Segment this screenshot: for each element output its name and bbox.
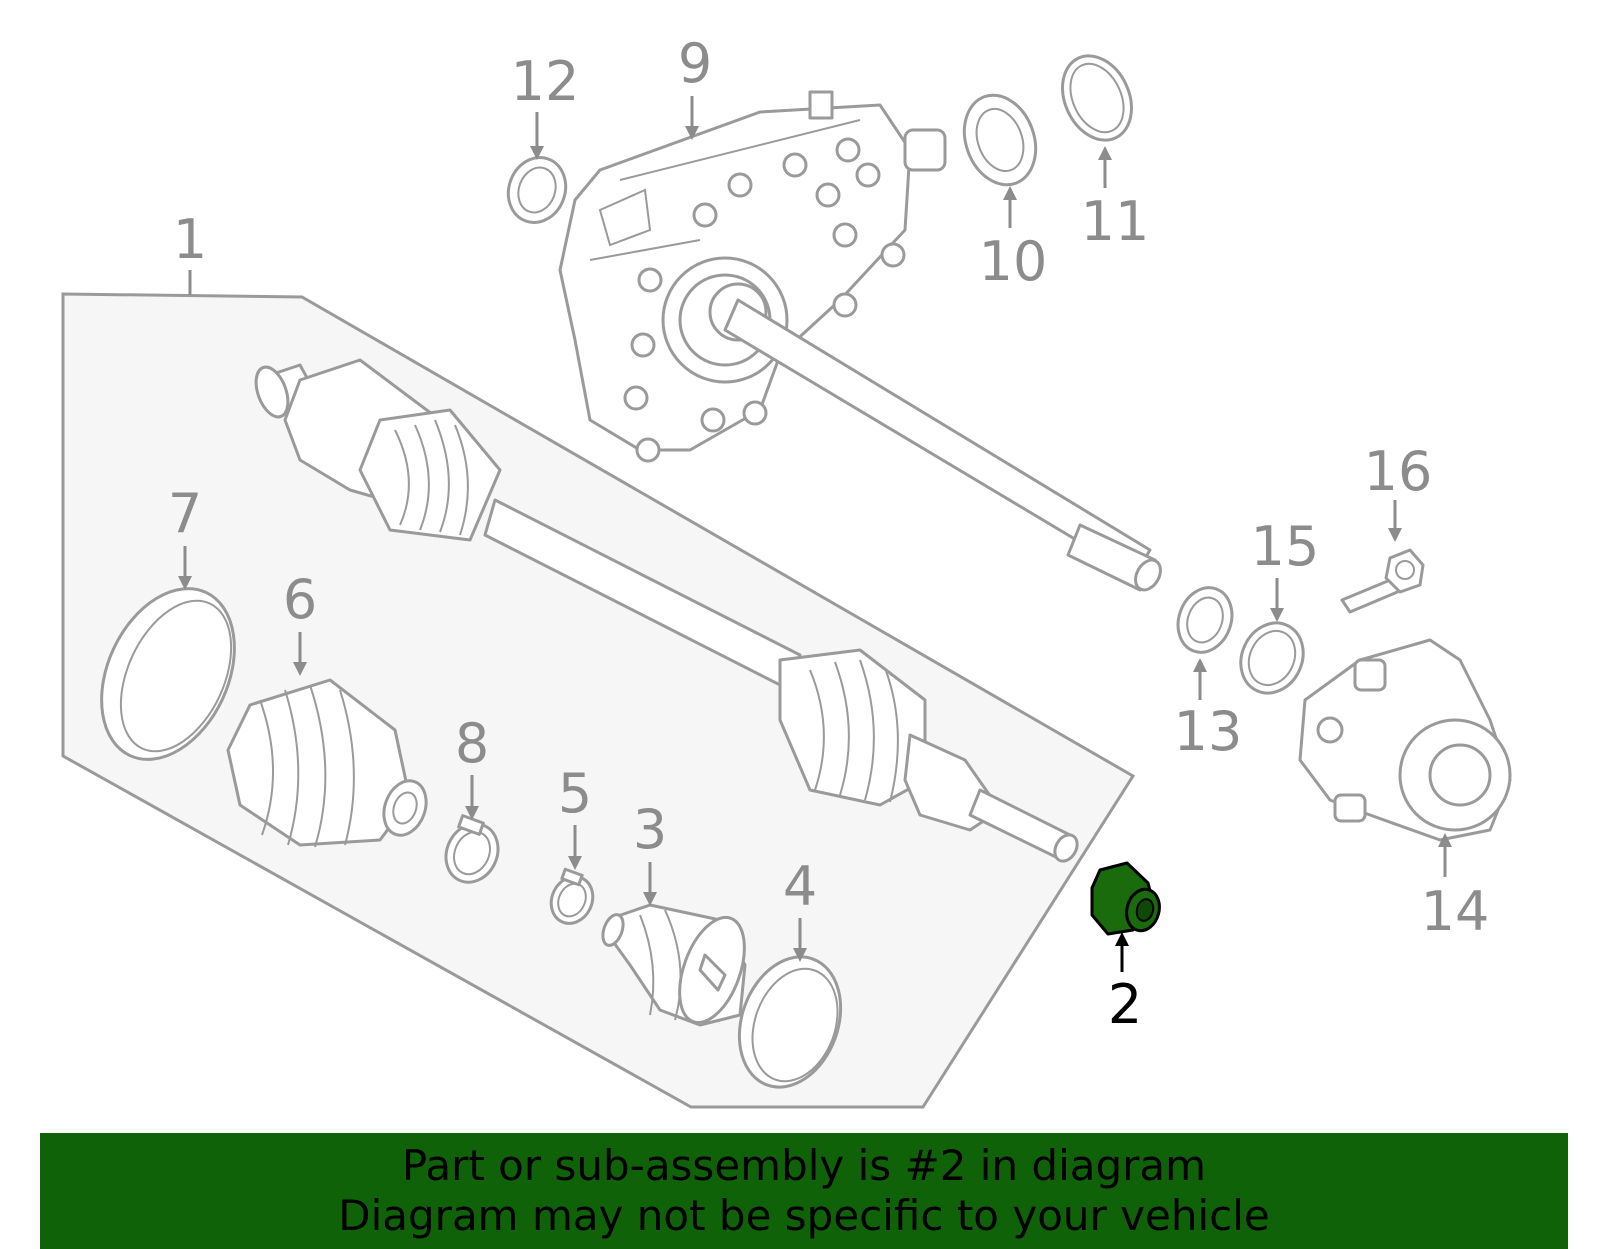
intermediate-shaft: [723, 298, 1162, 592]
part-13-seal: [1176, 586, 1234, 654]
callout-10: 10: [979, 230, 1048, 293]
part-3-boot: [601, 903, 747, 1027]
part-2-nut: [1090, 861, 1161, 936]
callout-1: 1: [173, 208, 207, 271]
callout-14: 14: [1421, 880, 1490, 943]
callout-11: 11: [1081, 190, 1150, 253]
callout-3: 3: [633, 798, 667, 861]
part-5-clamp: [549, 867, 595, 925]
axle-shaft: [254, 358, 1079, 863]
callout-13: 13: [1174, 700, 1243, 763]
part-6-boot: [226, 678, 428, 848]
part-4-ring: [737, 955, 843, 1089]
part-16-bolt: [1340, 548, 1425, 614]
part-12-seal: [506, 156, 568, 224]
callout-6: 6: [283, 568, 317, 631]
leader-arrows: [178, 96, 1452, 972]
banner-line-2: Diagram may not be specific to your vehi…: [338, 1191, 1270, 1240]
callout-16: 16: [1364, 440, 1433, 503]
part-8-clamp: [444, 814, 500, 884]
callout-9: 9: [678, 32, 712, 95]
callout-8: 8: [455, 712, 489, 775]
part-11-seal: [1061, 54, 1133, 142]
callout-12: 12: [511, 50, 580, 113]
callout-7: 7: [168, 482, 202, 545]
callout-2: 2: [1108, 973, 1142, 1036]
info-banner: Part or sub-assembly is #2 in diagram Di…: [40, 1133, 1568, 1249]
callout-15: 15: [1251, 515, 1320, 578]
part-7-ring: [100, 587, 236, 761]
part-10-seal: [962, 93, 1038, 187]
callout-4: 4: [783, 855, 817, 918]
part-15-snap-ring: [1239, 621, 1305, 695]
assembly-1-outline: [61, 292, 1136, 1109]
part-9-differential-housing: [558, 90, 947, 463]
banner-line-1: Part or sub-assembly is #2 in diagram: [401, 1141, 1207, 1190]
callout-5: 5: [558, 762, 592, 825]
part-14-housing: [1298, 638, 1512, 842]
housing-bolts: [623, 137, 906, 463]
